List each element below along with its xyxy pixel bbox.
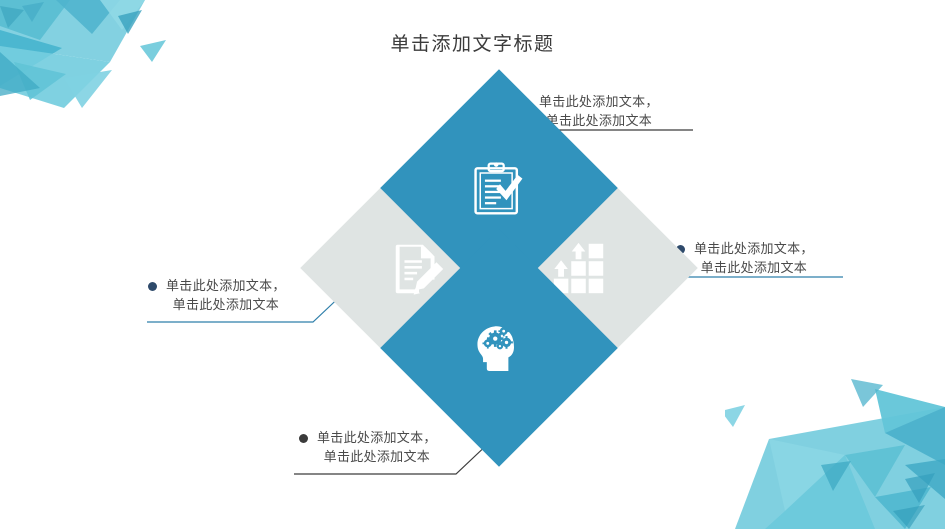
diamond-left-icon-holder [335,184,503,352]
document-pencil-icon [395,244,444,295]
callout-top-line-2: 单击此处添加文本 [545,114,653,129]
callout-bottom-text: 单击此处添加文本， 单击此处添加文本 [317,429,437,467]
diamond-bottom[interactable] [380,229,618,467]
growth-blocks-icon [553,242,604,294]
diamond-top[interactable] [380,69,618,307]
clipboard-check-icon [474,162,523,215]
callout-top[interactable]: 单击此处添加文本， 单击此处添加文本 [521,93,659,131]
callout-left-bullet [148,282,157,291]
diamond-right[interactable] [460,149,698,387]
callout-bottom-line-1: 单击此处添加文本， [317,431,437,446]
callout-left[interactable]: 单击此处添加文本， 单击此处添加文本 [148,277,286,315]
page-title: 单击添加文字标题 [390,33,555,55]
callout-right-line-2: 单击此处添加文本 [700,261,808,276]
diamond-bottom-icon-holder [415,264,583,432]
callout-right[interactable]: 单击此处添加文本， 单击此处添加文本 [676,240,814,278]
callout-left-line-2: 单击此处添加文本 [172,298,280,313]
callout-bottom[interactable]: 单击此处添加文本， 单击此处添加文本 [299,429,437,467]
connector-bottom [294,439,493,475]
callout-top-text: 单击此处添加文本， 单击此处添加文本 [539,93,659,131]
diamond-top-icon-holder [415,104,583,272]
callout-right-line-1: 单击此处添加文本， [694,242,814,257]
diamond-left[interactable] [300,149,538,387]
diamond-cluster [300,69,698,467]
callout-bottom-line-2: 单击此处添加文本 [323,450,431,465]
callout-left-text: 单击此处添加文本， 单击此处添加文本 [166,277,286,315]
diamond-right-icon-holder [495,184,663,352]
callout-bottom-bullet [299,434,308,443]
callout-top-line-1: 单击此处添加文本， [539,95,659,110]
callout-right-bullet [676,245,685,254]
callout-left-line-1: 单击此处添加文本， [166,279,286,294]
callout-right-text: 单击此处添加文本， 单击此处添加文本 [694,240,814,278]
head-gears-icon [477,325,514,371]
